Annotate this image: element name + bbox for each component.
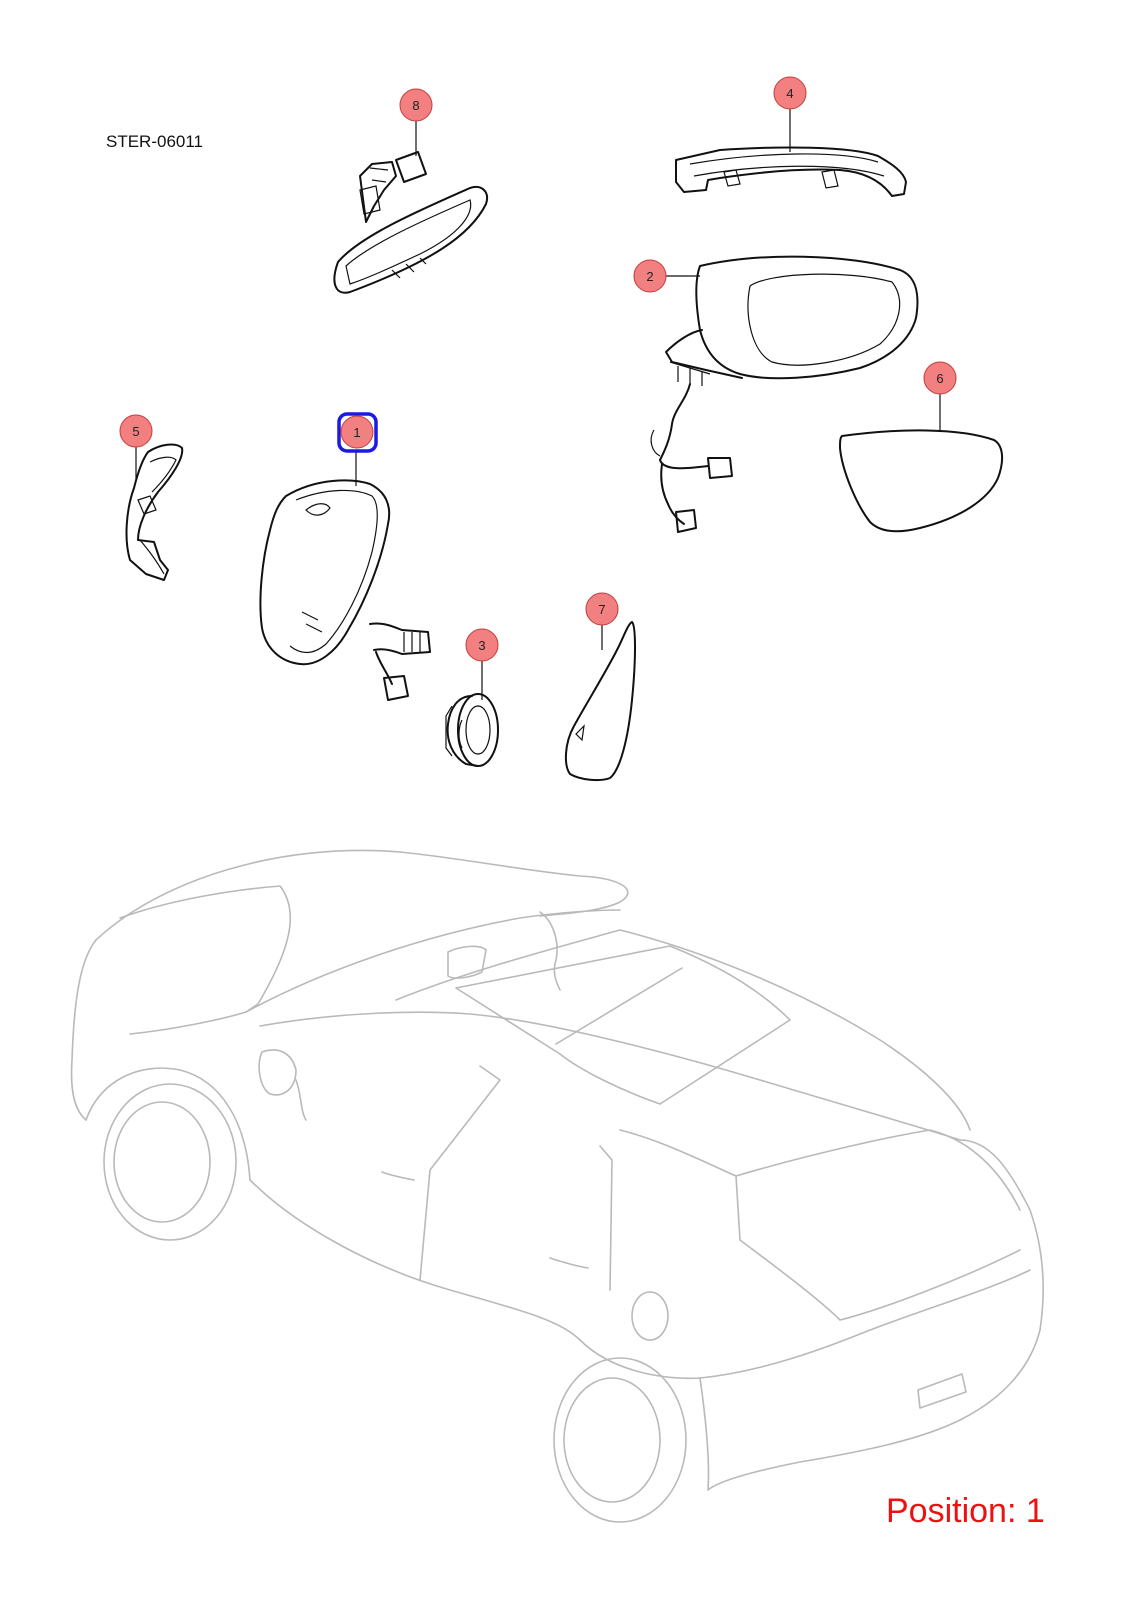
position-indicator: Position: 1 — [886, 1492, 1045, 1530]
part-4-lamp-strip[interactable] — [675, 146, 907, 197]
callout-3-label: 3 — [478, 638, 485, 653]
part-8-interior-mirror[interactable] — [333, 151, 488, 294]
callout-6[interactable]: 6 — [923, 361, 957, 395]
part-6-mirror-glass[interactable] — [839, 429, 1004, 533]
callout-2-label: 2 — [646, 269, 653, 284]
part-7-blind-spot-glass[interactable] — [564, 621, 636, 782]
leader-lines — [135, 108, 941, 700]
callout-5-label: 5 — [132, 424, 139, 439]
part-1-outside-mirror[interactable] — [259, 479, 431, 701]
part-3-mirror-motor[interactable] — [445, 693, 499, 767]
diagram-code: STER-06011 — [106, 132, 204, 151]
part-5-side-lamp[interactable] — [125, 443, 184, 581]
vehicle-outline — [70, 849, 1044, 1523]
callout-1[interactable]: 1 — [337, 412, 378, 453]
part-2-mirror-housing[interactable] — [650, 255, 919, 533]
callout-5[interactable]: 5 — [119, 414, 153, 448]
callout-3[interactable]: 3 — [465, 628, 499, 662]
callout-6-label: 6 — [936, 371, 943, 386]
callout-4[interactable]: 4 — [773, 76, 807, 110]
callout-8[interactable]: 8 — [399, 88, 433, 122]
callout-2[interactable]: 2 — [633, 259, 667, 293]
callout-7-label: 7 — [598, 602, 605, 617]
callout-4-label: 4 — [786, 86, 793, 101]
selected-callout-highlight — [337, 412, 378, 453]
callout-1-label: 1 — [353, 425, 360, 440]
callout-7[interactable]: 7 — [585, 592, 619, 626]
callout-8-label: 8 — [412, 98, 419, 113]
